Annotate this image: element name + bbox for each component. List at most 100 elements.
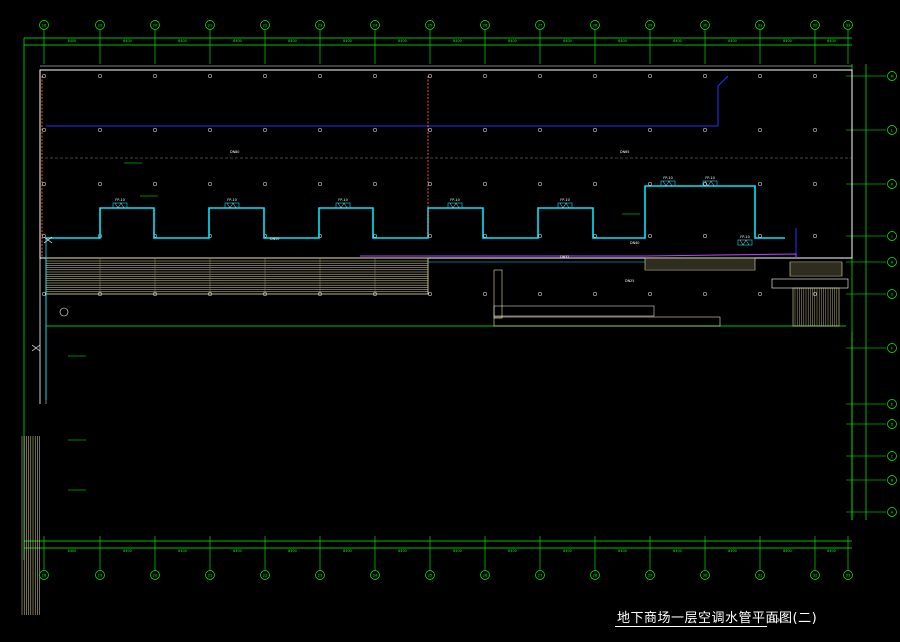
structural-column: [648, 74, 652, 78]
axis-bubble-label-21: 21: [208, 573, 213, 577]
structural-column: [813, 128, 817, 132]
axis-bubble: [205, 20, 215, 30]
structural-column: [263, 182, 267, 186]
drawing-title: 地下商场一层空调水管平面图(二): [617, 611, 818, 626]
pipe-size-label: DN80: [230, 150, 239, 154]
structural-column: [538, 234, 542, 238]
fan-coil-unit: [737, 239, 753, 246]
span-dimension: 8400: [827, 549, 836, 553]
structural-column: [42, 292, 46, 296]
span-dimension: 8400: [618, 549, 627, 553]
structural-column: [208, 128, 212, 132]
structural-column: [208, 182, 212, 186]
pump-symbol: [59, 307, 69, 317]
axis-bubble: [535, 20, 545, 30]
axis-bubble: [150, 570, 160, 580]
hatched-zones: [21, 257, 849, 615]
row-bubble-label-J: J: [890, 234, 892, 238]
fan-coil-symbol: [559, 202, 570, 209]
axis-bubble: [95, 20, 105, 30]
axis-bubble: [150, 20, 160, 30]
structural-column: [428, 292, 432, 296]
axis-bubble: [315, 20, 325, 30]
structural-column: [98, 74, 102, 78]
fan-coil-unit: [447, 202, 463, 209]
axis-bubble: [590, 20, 600, 30]
span-dimension: 8400: [123, 39, 132, 43]
structural-column: [428, 128, 432, 132]
row-bubble: [887, 125, 897, 135]
structural-column: [813, 234, 817, 238]
axis-bubble: [645, 570, 655, 580]
structural-column: [483, 128, 487, 132]
structural-column: [318, 182, 322, 186]
structural-column: [318, 74, 322, 78]
structural-column: [593, 74, 597, 78]
stair-bottom: [792, 287, 840, 327]
axis-bubble-label-23: 23: [318, 573, 323, 577]
structural-column: [153, 182, 157, 186]
span-dimension: 8400: [728, 549, 737, 553]
axis-bubble-label-30: 30: [703, 573, 708, 577]
structural-column: [483, 182, 487, 186]
structural-column: [318, 128, 322, 132]
fan-coil-unit: [335, 202, 351, 209]
axis-bubble: [700, 570, 710, 580]
axis-bubble: [810, 570, 820, 580]
pipe-size-label: DN65: [620, 150, 629, 154]
span-dimension: 8400: [178, 549, 187, 553]
axis-bubble-label-29: 29: [648, 23, 653, 27]
row-bubble: [887, 179, 897, 189]
structural-column: [648, 234, 652, 238]
axis-bubble-label-28: 28: [593, 573, 598, 577]
axis-bubble-label-31: 31: [758, 23, 763, 27]
row-bubble-label-K: K: [891, 182, 894, 186]
structural-column: [593, 182, 597, 186]
axis-bubble: [810, 20, 820, 30]
structural-column: [703, 234, 707, 238]
axis-bubble: [315, 570, 325, 580]
structural-column: [538, 292, 542, 296]
fan-coil-unit: [112, 202, 128, 209]
row-bubble: [887, 289, 897, 299]
axis-bubble-label-19: 19: [98, 23, 103, 27]
axis-bubble: [95, 570, 105, 580]
structural-column: [428, 182, 432, 186]
fan-coil-unit: [557, 202, 573, 209]
pipe-size-label: DN40: [630, 241, 639, 245]
axis-bubble: [480, 570, 490, 580]
fan-coil-tag: FP-10: [450, 198, 459, 202]
structural-column: [373, 74, 377, 78]
span-dimension: 8400: [728, 39, 737, 43]
axis-bubble-label-27: 27: [538, 573, 543, 577]
row-bubble-label-D: D: [891, 422, 894, 426]
structural-column: [208, 74, 212, 78]
span-dimension: 8400: [563, 39, 572, 43]
structural-column: [758, 182, 762, 186]
axis-bubble: [645, 20, 655, 30]
row-bubble: [887, 419, 897, 429]
structural-column: [263, 128, 267, 132]
structural-column: [648, 128, 652, 132]
structural-column: [538, 128, 542, 132]
axis-bubble-label-32: 32: [813, 573, 818, 577]
fan-coil-symbol: [226, 202, 237, 209]
structural-column: [428, 74, 432, 78]
structural-column: [648, 182, 652, 186]
axis-grid: [23, 30, 886, 570]
row-bubble-label-L: L: [891, 128, 893, 132]
structural-column: [263, 74, 267, 78]
structural-column: [483, 292, 487, 296]
axis-bubble: [370, 20, 380, 30]
structural-column: [813, 74, 817, 78]
fan-coil-tag: FP-10: [227, 198, 236, 202]
row-bubble-label-C: C: [891, 454, 894, 458]
structural-column: [758, 128, 762, 132]
span-dimension: 8400: [827, 39, 836, 43]
building-outline: [39, 69, 853, 259]
axis-bubble-label-24: 24: [373, 23, 378, 27]
structural-column: [703, 74, 707, 78]
fan-coil-unit: [660, 180, 676, 187]
